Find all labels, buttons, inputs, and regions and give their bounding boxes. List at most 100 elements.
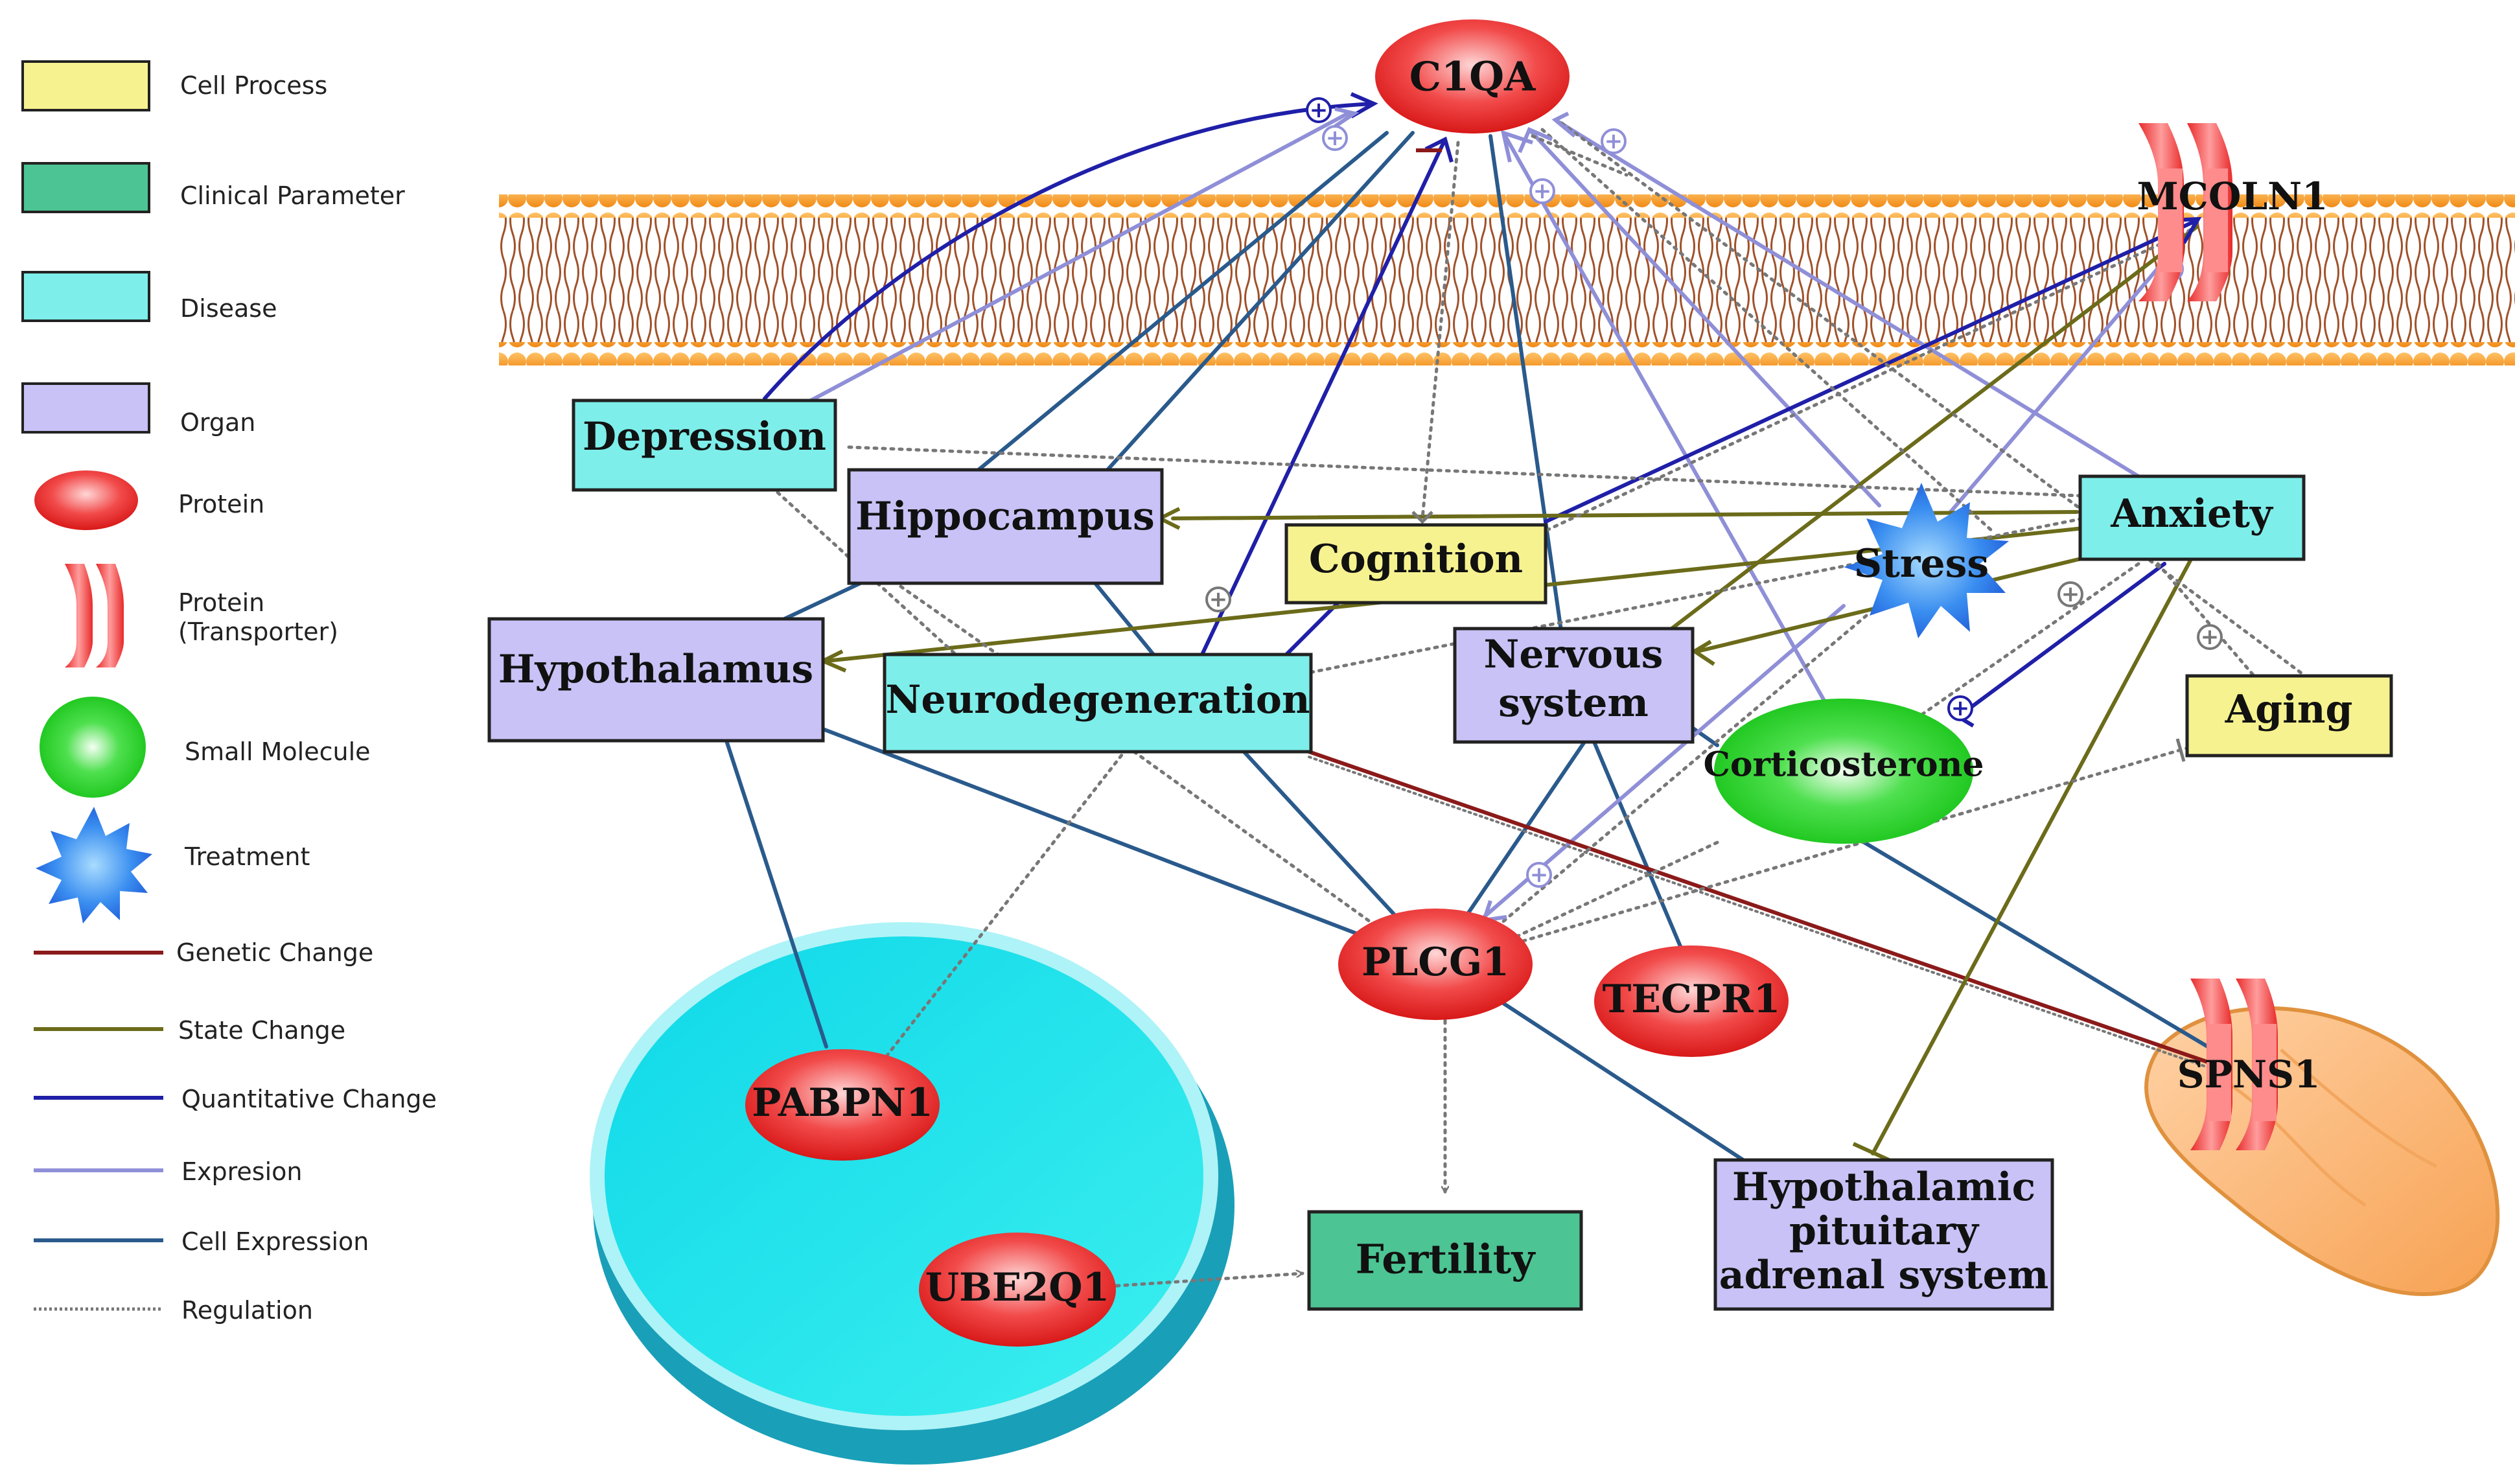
arrowhead-icon xyxy=(1334,107,1360,128)
node-label: Anxiety xyxy=(2110,491,2274,537)
legend-label: Protein xyxy=(178,588,264,617)
node-label: adrenal system xyxy=(1719,1253,2049,1298)
edge-corticosterone-spns1 xyxy=(1851,834,2215,1052)
edge-anxiety-corticosterone-reg xyxy=(1913,562,2140,721)
node-pabpn1[interactable]: PABPN1 xyxy=(745,1049,940,1161)
node-label: Nervous xyxy=(1484,632,1663,677)
plus-badge-icon: + xyxy=(1526,862,1552,888)
node-label: Depression xyxy=(583,414,826,459)
legend-protein-transporter: Protein (Transporter) xyxy=(65,564,338,667)
node-cognition[interactable]: Cognition xyxy=(1284,523,1547,605)
protein-icon xyxy=(34,470,138,530)
cytoplasm-compartment xyxy=(590,922,1234,1465)
treatment-star-icon xyxy=(36,807,152,923)
legend-cell-process: Cell Process xyxy=(21,60,327,111)
node-label: pituitary xyxy=(1789,1209,1980,1254)
legend-organ: Organ xyxy=(21,382,255,437)
node-spns1[interactable]: SPNS1 xyxy=(2177,979,2321,1150)
inhibitor-bar-icon xyxy=(2175,738,2186,762)
edge-plcg1-hpa xyxy=(1498,999,1745,1162)
small-molecule-icon xyxy=(40,697,146,798)
plus-badges: + + + + + + + + + + xyxy=(1205,97,2223,888)
edge-anxiety-corticosterone xyxy=(1962,562,2166,715)
edge-anxiety-c1qa xyxy=(1553,118,2140,478)
node-corticosterone[interactable]: Corticosterone xyxy=(1704,699,1984,844)
edge-c1qa-cognition xyxy=(1420,141,1460,520)
legend-label: Organ xyxy=(180,408,255,437)
node-label: Hypothalamic xyxy=(1732,1165,2035,1210)
node-label: Cognition xyxy=(1309,537,1523,582)
plus-badge-icon: + xyxy=(1947,695,1973,721)
plus-badge-icon: + xyxy=(1205,586,1231,612)
node-aging[interactable]: Aging xyxy=(2185,674,2393,758)
node-label: MCOLN1 xyxy=(2137,174,2328,218)
edge-depression-c1qa-expr xyxy=(782,111,1350,417)
legend-label: (Transporter) xyxy=(178,618,338,646)
node-hippocampus[interactable]: Hippocampus xyxy=(847,468,1164,585)
edge-c1qa-aging xyxy=(1560,121,2309,679)
svg-text:+: + xyxy=(2061,581,2080,607)
transporter-icon xyxy=(2190,979,2278,1150)
node-ube2q1[interactable]: UBE2Q1 xyxy=(919,1233,1116,1347)
svg-text:+: + xyxy=(2201,624,2219,650)
legend-swatch xyxy=(21,271,150,322)
edge-anxiety-hpa xyxy=(1871,559,2192,1155)
node-label: C1QA xyxy=(1409,53,1536,100)
arrowhead-icon xyxy=(1551,111,1576,138)
edge-anxiety-aging xyxy=(2156,562,2257,679)
legend-expression: Expresion xyxy=(34,1157,302,1186)
node-label: PLCG1 xyxy=(1362,940,1509,985)
arrowhead-icon xyxy=(1411,511,1433,524)
svg-text:+: + xyxy=(1605,128,1623,154)
edge-hypothalamus-plcg1 xyxy=(821,727,1366,938)
legend-label: State Change xyxy=(178,1016,345,1045)
edge-depression-anxiety xyxy=(847,445,2082,498)
edge-neurodeg-mcoln1 xyxy=(1514,228,2192,546)
node-hpa-system[interactable]: Hypothalamic pituitary adrenal system xyxy=(1713,1158,2054,1311)
legend-label: Cell Expression xyxy=(181,1227,369,1256)
node-depression[interactable]: Depression xyxy=(572,399,837,492)
node-nervous-system[interactable]: Nervous system xyxy=(1453,627,1695,744)
edge-cognition-c1qa-reg xyxy=(1531,134,1628,177)
arrowhead-icon xyxy=(1500,130,1533,163)
legend-swatch xyxy=(21,60,150,111)
node-label: SPNS1 xyxy=(2177,1052,2321,1096)
edge-neurodegeneration-c1qa xyxy=(1100,131,1415,478)
legend: Cell Process Clinical Parameter Disease … xyxy=(21,60,437,1325)
node-c1qa[interactable]: C1QA xyxy=(1375,19,1570,133)
edge-hippocampus-c1qa xyxy=(977,131,1389,472)
edge-neurodeg-plcg1-reg xyxy=(1132,750,1379,929)
edge-neurodeg-spns1-reg xyxy=(1308,756,2211,1069)
plus-badge-icon: + xyxy=(1306,97,1332,123)
edge-nervous-c1qa xyxy=(1489,134,1564,637)
node-label: Corticosterone xyxy=(1704,745,1984,785)
legend-label: Expresion xyxy=(181,1157,302,1186)
node-label: UBE2Q1 xyxy=(925,1265,1110,1310)
arrowhead-icon xyxy=(1518,127,1553,154)
legend-label: Disease xyxy=(180,294,277,323)
node-hypothalamus[interactable]: Hypothalamus xyxy=(487,617,825,743)
node-label: Hippocampus xyxy=(855,494,1155,539)
svg-text:+: + xyxy=(1951,695,1970,721)
node-label: Fertility xyxy=(1356,1236,1536,1283)
inhibitor-bar-icon xyxy=(1852,1142,1890,1162)
node-anxiety[interactable]: Anxiety xyxy=(2078,474,2306,561)
node-neurodegeneration[interactable]: Neurodegeneration xyxy=(883,653,1313,754)
legend-label: Genetic Change xyxy=(176,938,373,967)
svg-text:+: + xyxy=(1533,178,1552,204)
legend-label: Cell Process xyxy=(180,71,327,100)
node-stress[interactable]: Stress xyxy=(1844,483,2009,638)
node-mcoln1[interactable]: MCOLN1 xyxy=(2137,123,2328,301)
arrowhead-icon xyxy=(1691,640,1715,666)
svg-text:+: + xyxy=(1209,586,1228,612)
transporter-icon xyxy=(65,564,124,667)
legend-cell-expression: Cell Expression xyxy=(34,1227,369,1256)
legend-swatch xyxy=(21,162,150,213)
edge-c1qa-stress xyxy=(1540,128,1995,533)
edge-pabpn1-neurodeg xyxy=(879,750,1126,1065)
node-tecpr1[interactable]: TECPR1 xyxy=(1594,945,1789,1057)
node-fertility[interactable]: Fertility xyxy=(1307,1210,1583,1311)
edge-nervous-mcoln1 xyxy=(1657,225,2199,640)
node-plcg1[interactable]: PLCG1 xyxy=(1338,909,1533,1020)
